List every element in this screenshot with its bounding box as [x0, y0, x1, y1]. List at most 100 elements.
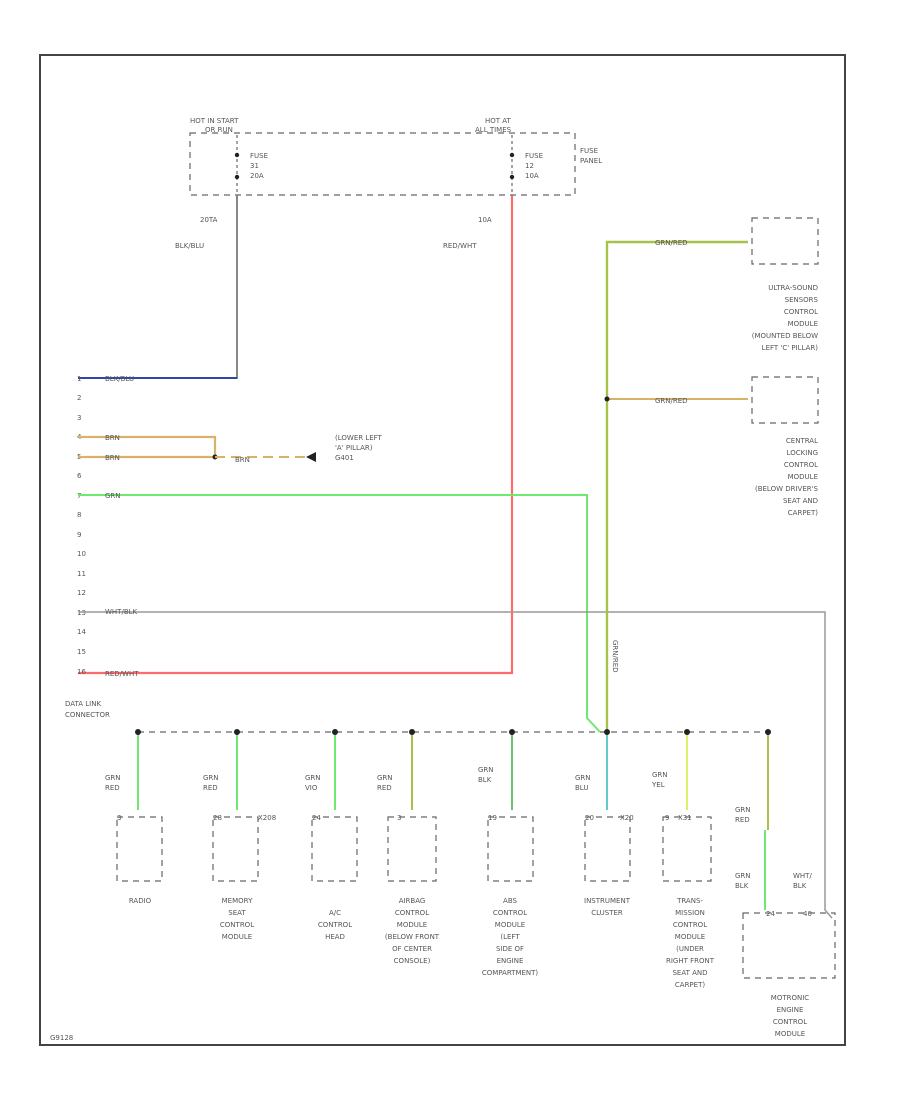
footer-code: G9128 — [50, 1034, 73, 1042]
pin-12: 12 — [77, 589, 86, 597]
pin-3: 3 — [77, 414, 81, 422]
trans-pin: 9 — [665, 814, 669, 822]
pin7-wire-label: GRN — [105, 492, 121, 500]
pin-15: 15 — [77, 648, 86, 656]
right-vertical-label: GRN/RED — [611, 640, 619, 673]
memory-extra: X208 — [258, 814, 276, 822]
fuse-b-top-dot — [509, 152, 515, 158]
ground-arrow-icon — [306, 452, 316, 462]
pin-10: 10 — [77, 550, 86, 558]
wire-grn-red-vertical — [605, 240, 748, 732]
fuse-panel-box — [189, 132, 576, 196]
motronic-extra: 40 — [803, 910, 812, 918]
bus-dot-airbag — [409, 729, 415, 735]
right-splice-dot — [604, 396, 610, 402]
bus-dot-radio — [135, 729, 141, 735]
pin16-wire-label: RED/WHT — [105, 670, 139, 678]
cluster-extra: X20 — [620, 814, 634, 822]
motronic-box — [742, 912, 836, 979]
diagram-frame — [39, 54, 846, 1046]
connector-pins: 1 2 3 4 5 6 7 8 9 10 11 12 13 14 15 16 — [77, 375, 86, 676]
fuse-a-bot-dot — [234, 174, 240, 180]
ac-box — [311, 816, 358, 882]
right-wire-label-2: GRN/RED — [655, 397, 688, 405]
bottom-drops — [135, 729, 771, 910]
ground-wire-label: BRN — [235, 456, 250, 464]
abs-pin: 19 — [488, 814, 497, 822]
central-locking-module-box — [751, 376, 819, 424]
abs-box — [487, 816, 534, 882]
wire-b-label: RED/WHT — [443, 242, 477, 250]
pin1-wire-label: BLK/BLU — [105, 375, 134, 383]
bus-dot-abs — [509, 729, 515, 735]
trans-box — [662, 816, 712, 882]
radio-box — [116, 816, 163, 882]
airbag-box — [387, 816, 437, 882]
airbag-pin: 3 — [397, 814, 401, 822]
motronic-wire-label-3: WHT/BLK — [793, 872, 812, 890]
pin-16: 16 — [77, 668, 86, 676]
pin-1: 1 — [77, 375, 81, 383]
amp-b: 10A — [478, 216, 492, 224]
pin-8: 8 — [77, 511, 81, 519]
bus-dot-memory-seat — [234, 729, 240, 735]
motronic-pin: 24 — [766, 910, 775, 918]
pin-2: 2 — [77, 394, 81, 402]
amp-a: 20TA — [200, 216, 218, 224]
pin-13: 13 — [77, 609, 86, 617]
ac-pin: 24 — [312, 814, 321, 822]
cluster-pin: 20 — [585, 814, 594, 822]
pin-6: 6 — [77, 472, 82, 480]
pin5-wire-label: BRN — [105, 454, 120, 462]
pin-11: 11 — [77, 570, 86, 578]
fuse-a-top-dot — [234, 152, 240, 158]
trans-extra: X31 — [678, 814, 692, 822]
memory-seat-box — [212, 816, 259, 882]
bus-dot-trans — [684, 729, 690, 735]
wire-grn-7 — [78, 494, 601, 733]
wire-wht-blk — [78, 611, 833, 919]
wire-a-label: BLK/BLU — [175, 242, 204, 250]
pin-14: 14 — [77, 628, 86, 636]
ground-label: (LOWER LEFT'A' PILLAR)G401 — [335, 434, 383, 462]
radio-pin: 3 — [117, 814, 121, 822]
bus-dot-motronic — [765, 729, 771, 735]
pin13-wire-label: WHT/BLK — [105, 608, 138, 616]
pin-9: 9 — [77, 531, 81, 539]
ultrasound-module-box — [751, 217, 819, 265]
pin4-wire-label: BRN — [105, 434, 120, 442]
right-wire-label-1: GRN/RED — [655, 239, 688, 247]
radio-label: RADIO — [129, 897, 152, 905]
wire-brn-4 — [78, 435, 217, 457]
bus-dot-cluster — [604, 729, 610, 735]
wire-red-wht — [78, 196, 514, 675]
cluster-box — [584, 816, 631, 882]
fuse-b-bot-dot — [509, 174, 515, 180]
bus-dot-ac — [332, 729, 338, 735]
